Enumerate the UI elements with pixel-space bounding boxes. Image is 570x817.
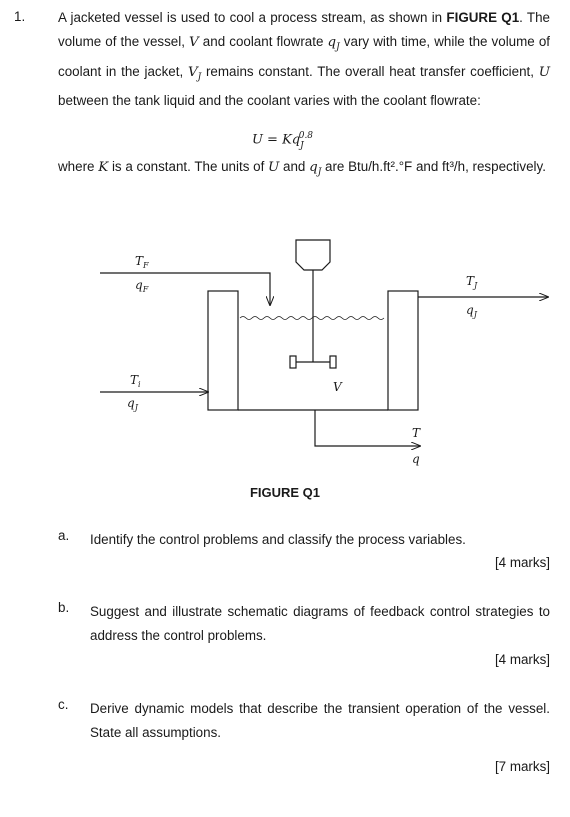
figure-caption: FIGURE Q1 bbox=[249, 485, 321, 500]
label-qj-in: qJ bbox=[127, 396, 139, 412]
jacket-right-wall bbox=[387, 290, 419, 411]
impeller-blade-left bbox=[289, 355, 297, 369]
figure-reference: FIGURE Q1 bbox=[446, 10, 520, 25]
label-t: T bbox=[412, 426, 421, 440]
part-b-marks: [4 marks] bbox=[494, 652, 550, 667]
jacketed-vessel-diagram: TF qF Ti qJ TJ qJ V T q bbox=[100, 239, 570, 466]
part-a-label: a. bbox=[58, 528, 70, 543]
label-q: q bbox=[412, 452, 420, 466]
part-a-marks: [4 marks] bbox=[494, 555, 550, 570]
part-b-text: Suggest and illustrate schematic diagram… bbox=[90, 604, 550, 643]
vj-symbol: VJ bbox=[187, 64, 202, 83]
agitator-motor-icon bbox=[295, 239, 331, 271]
qj-symbol: qJ bbox=[327, 35, 340, 53]
part-c-label: c. bbox=[58, 697, 69, 712]
label-qj-out: qJ bbox=[466, 303, 478, 319]
part-a-text: Identify the control problems and classi… bbox=[90, 532, 466, 547]
constant-description: where K is a constant. The units of U an… bbox=[58, 159, 546, 178]
label-v: V bbox=[333, 380, 343, 394]
label-ti: Ti bbox=[130, 373, 141, 389]
impeller-blade-right bbox=[329, 355, 337, 369]
qj-symbol: qJ bbox=[309, 160, 322, 178]
label-tj: TJ bbox=[466, 274, 478, 290]
question-intro: A jacketed vessel is used to cool a proc… bbox=[58, 10, 551, 109]
heat-transfer-equation: U = KqJ0.8 bbox=[251, 131, 314, 151]
liquid-surface bbox=[239, 316, 385, 320]
part-b-label: b. bbox=[58, 600, 70, 615]
jacket-left-wall bbox=[207, 290, 239, 411]
outlet-stream-arrow bbox=[314, 410, 420, 446]
question-number: 1. bbox=[14, 9, 26, 24]
part-c-text: Derive dynamic models that describe the … bbox=[90, 701, 550, 740]
feed-stream-arrow bbox=[100, 272, 270, 305]
part-c-marks: [7 marks] bbox=[494, 759, 550, 774]
label-qf: qF bbox=[135, 278, 149, 294]
label-tf: TF bbox=[135, 254, 149, 270]
